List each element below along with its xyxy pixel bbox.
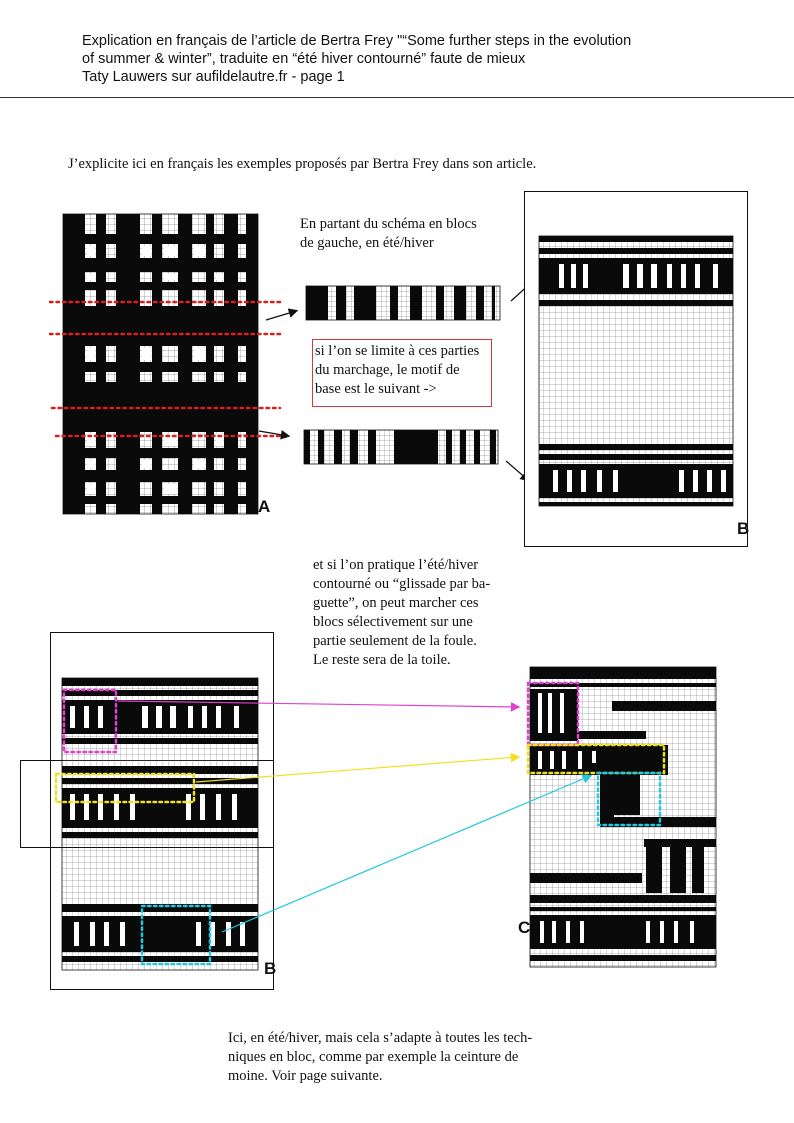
- strip-lower: [303, 429, 499, 465]
- closing-line-2: niques en bloc, comme par exemple la cei…: [228, 1049, 519, 1065]
- section2-line-1: et si l’on pratique l’été/hiver: [313, 557, 479, 573]
- cyan-arrow-icon: [221, 774, 593, 933]
- intro-text: J’explicite ici en français les exemples…: [68, 156, 537, 172]
- page-header: Explication en français de l’article de …: [82, 32, 702, 86]
- section1-text-line-1: En partant du schéma en blocs: [300, 216, 477, 232]
- yellow-arrow-icon: [195, 752, 521, 783]
- section2-line-2: contourné ou “glissade par ba-: [313, 576, 491, 592]
- magenta-arrow-icon: [117, 700, 521, 712]
- draft-b2-diagram: B: [54, 677, 276, 978]
- highlight-note-line-2: du marchage, le motif de: [315, 362, 460, 378]
- section2-line-5: partie seulement de la foule.: [313, 633, 477, 649]
- strip-upper: [305, 285, 501, 321]
- section2-line-4: blocs sélectivement sur une: [313, 614, 473, 630]
- section1-text: En partant du schéma en blocs de gauche,…: [300, 215, 477, 253]
- header-line-3: Taty Lauwers sur aufildelautre.fr - page…: [82, 69, 345, 85]
- section1-text-line-2: de gauche, en été/hiver: [300, 235, 434, 251]
- header-divider: [0, 97, 794, 98]
- highlight-note-text: si l’on se limite à ces parties du march…: [315, 342, 479, 399]
- highlight-note-line-3: base est le suivant ->: [315, 381, 437, 397]
- label-b-bottom: B: [264, 959, 276, 978]
- draft-b-diagram: B: [538, 235, 749, 538]
- section2-line-3: guette”, on peut marcher ces: [313, 595, 479, 611]
- header-line-1: Explication en français de l’article de …: [82, 33, 632, 49]
- section2-line-6: Le reste sera de la toile.: [313, 652, 451, 668]
- closing-text: Ici, en été/hiver, mais cela s’adapte à …: [228, 1029, 532, 1086]
- draft-a-diagram: A: [48, 213, 282, 516]
- closing-line-1: Ici, en été/hiver, mais cela s’adapte à …: [228, 1030, 533, 1046]
- label-c: C: [518, 918, 530, 937]
- section2-text: et si l’on pratique l’été/hiver contourn…: [313, 556, 490, 670]
- label-a: A: [258, 497, 270, 516]
- label-b-top: B: [737, 519, 749, 538]
- closing-line-3: moine. Voir page suivante.: [228, 1068, 383, 1084]
- draft-c-diagram: C: [518, 666, 717, 968]
- highlight-note-box: si l’on se limite à ces parties du march…: [312, 339, 492, 407]
- highlight-note-line-1: si l’on se limite à ces parties: [315, 343, 480, 359]
- header-line-2: of summer & winter”, traduite en “été hi…: [82, 51, 526, 67]
